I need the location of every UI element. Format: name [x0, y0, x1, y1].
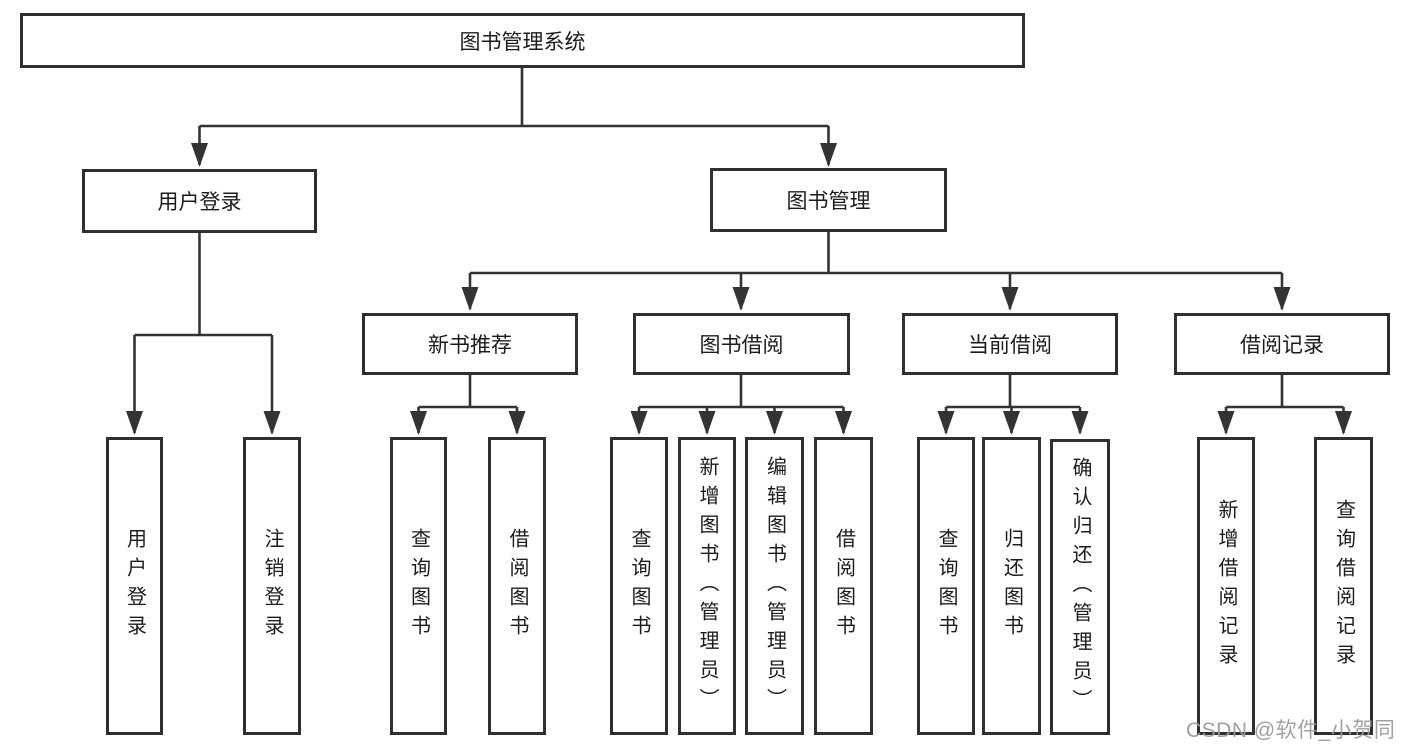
- leaf-borrow-edit-books-admin: 编辑图书（管理员）: [745, 437, 804, 735]
- node-current-borrow-label: 当前借阅: [968, 334, 1052, 357]
- leaf-records-query-record-label: 查询借阅记录: [1332, 499, 1355, 673]
- leaf-records-add-record: 新增借阅记录: [1197, 437, 1255, 735]
- leaf-borrow-add-books-admin: 新增图书（管理员）: [678, 437, 736, 735]
- leaf-records-query-record: 查询借阅记录: [1314, 437, 1373, 735]
- leaf-borrow-edit-books-admin-label: 编辑图书（管理员）: [763, 455, 786, 717]
- leaf-user-login-label: 用户登录: [123, 528, 146, 644]
- leaf-borrow-query-books-label: 查询图书: [628, 528, 650, 644]
- leaf-borrow-borrow-books: 借阅图书: [814, 437, 873, 735]
- leaf-current-return-books: 归还图书: [982, 437, 1041, 735]
- node-root-system-label: 图书管理系统: [459, 30, 586, 54]
- leaf-newrec-query-books: 查询图书: [390, 437, 447, 735]
- leaf-newrec-borrow-books: 借阅图书: [488, 437, 546, 735]
- leaf-logout-label: 注销登录: [261, 528, 283, 644]
- node-new-book-recommend: 新书推荐: [362, 313, 578, 375]
- leaf-borrow-query-books: 查询图书: [610, 437, 668, 735]
- node-user-login: 用户登录: [82, 169, 317, 233]
- node-current-borrow: 当前借阅: [902, 313, 1118, 375]
- leaf-current-return-books-label: 归还图书: [1000, 528, 1023, 644]
- node-new-book-recommend-label: 新书推荐: [428, 334, 512, 357]
- leaf-records-add-record-label: 新增借阅记录: [1215, 499, 1237, 673]
- leaf-current-query-books-label: 查询图书: [935, 528, 957, 644]
- leaf-current-confirm-return-admin: 确认归还（管理员）: [1050, 439, 1110, 735]
- node-book-borrow: 图书借阅: [633, 313, 850, 375]
- node-user-login-label: 用户登录: [157, 191, 242, 214]
- leaf-logout: 注销登录: [243, 437, 301, 735]
- node-book-borrow-label: 图书借阅: [699, 334, 784, 357]
- leaf-current-confirm-return-admin-label: 确认归还（管理员）: [1069, 456, 1091, 718]
- leaf-borrow-borrow-books-label: 借阅图书: [832, 528, 855, 644]
- leaf-borrow-add-books-admin-label: 新增图书（管理员）: [696, 455, 718, 717]
- node-root-system: 图书管理系统: [20, 13, 1025, 68]
- node-borrow-records-label: 借阅记录: [1240, 334, 1324, 357]
- leaf-user-login: 用户登录: [106, 437, 163, 735]
- node-borrow-records: 借阅记录: [1174, 313, 1390, 375]
- csdn-watermark: CSDN @软件_小贺同学: [1186, 719, 1396, 742]
- node-book-management: 图书管理: [710, 168, 947, 232]
- leaf-current-query-books: 查询图书: [917, 437, 975, 735]
- node-book-management-label: 图书管理: [786, 190, 871, 213]
- leaf-newrec-borrow-books-label: 借阅图书: [506, 528, 528, 644]
- leaf-newrec-query-books-label: 查询图书: [407, 528, 430, 644]
